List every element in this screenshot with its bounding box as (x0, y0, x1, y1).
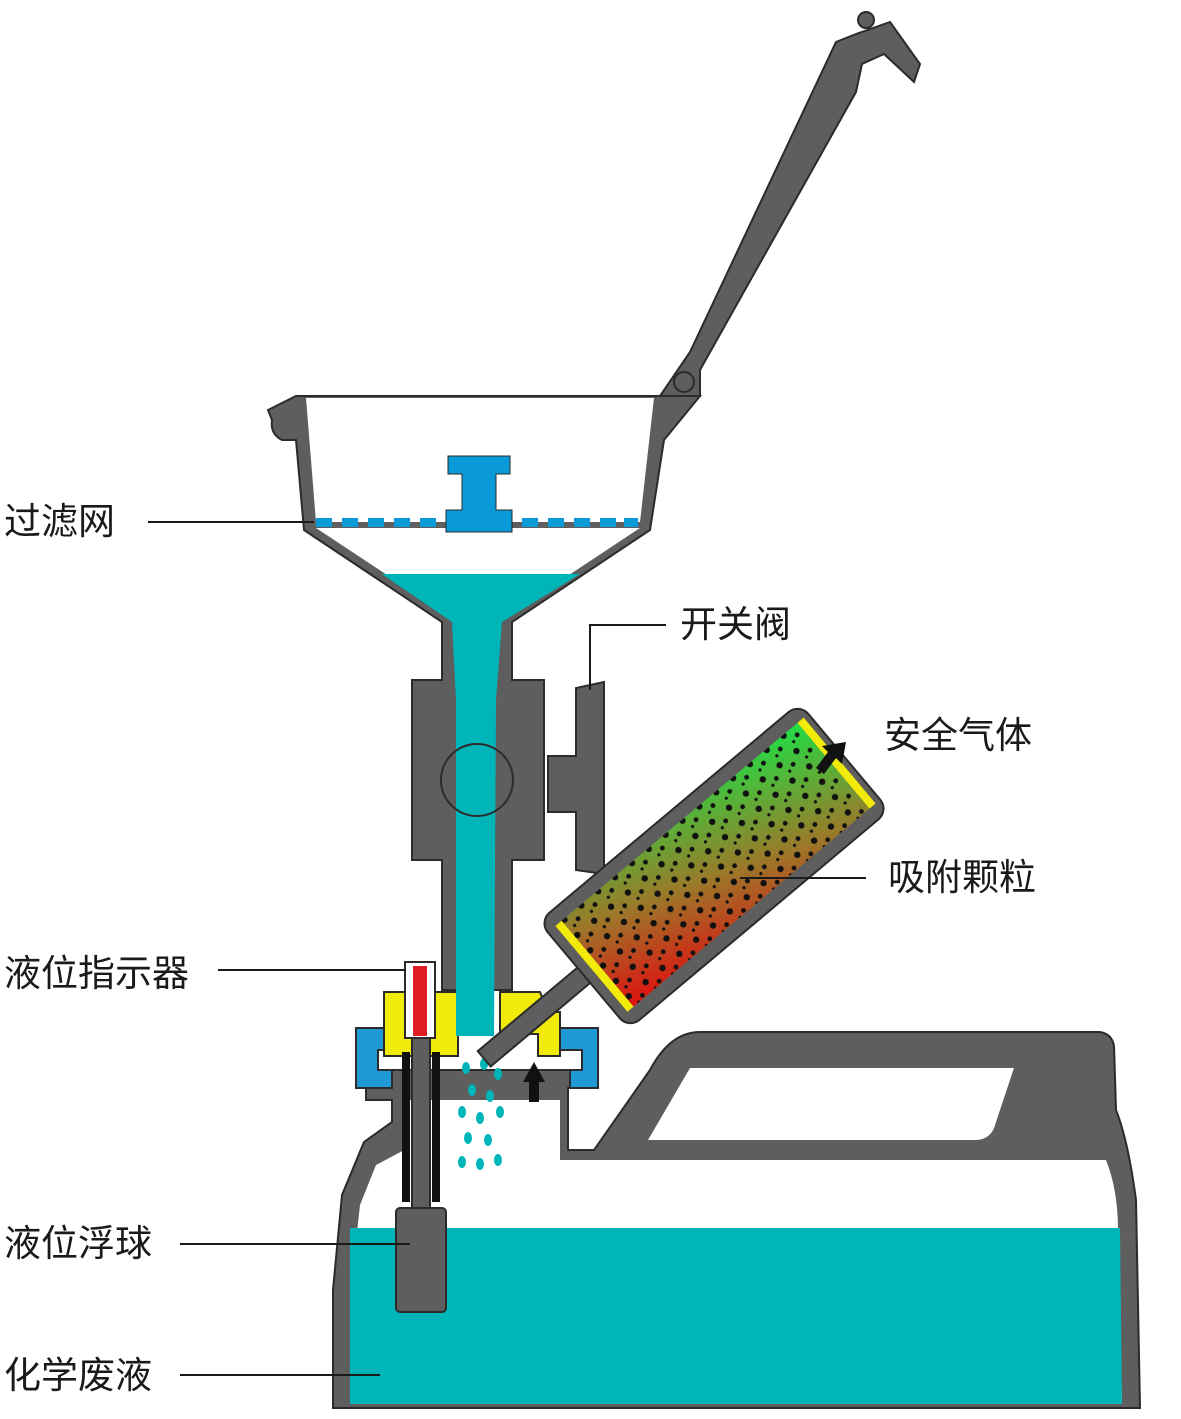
level-float (395, 1207, 447, 1313)
level-indicator-red (413, 966, 427, 1036)
waste-container (332, 1031, 1142, 1409)
cartridge-cap-top (797, 717, 876, 809)
funnel-lid (658, 11, 922, 397)
air-inlet-arrow (523, 1062, 545, 1102)
filter-screen (316, 518, 638, 527)
cartridge-particles (561, 722, 870, 1007)
label-adsorbent-particles: 吸附颗粒 (888, 856, 1036, 899)
label-safe-gas: 安全气体 (884, 714, 1032, 757)
valve-knob (547, 680, 605, 876)
filter-handle (445, 455, 513, 533)
lid-hinge-pin (673, 371, 695, 393)
handle-opening (648, 1068, 1014, 1140)
cartridge-neck (476, 966, 592, 1068)
seal-right (559, 1027, 599, 1089)
label-filter-screen: 过滤网 (4, 500, 115, 543)
lid-arm (658, 20, 922, 397)
float-guide-right (432, 1052, 440, 1202)
label-level-indicator: 液位指示器 (4, 952, 189, 995)
gas-out-arrow (816, 742, 846, 774)
waste-liquid (350, 1228, 1122, 1404)
adsorbent-cartridge (476, 707, 885, 1068)
leader-lines (148, 521, 866, 1376)
valve-ball (440, 743, 514, 817)
lid-latch-pin (857, 11, 875, 29)
cartridge-cap-bottom (555, 920, 634, 1012)
label-level-float: 液位浮球 (4, 1222, 152, 1265)
float-rod (411, 1035, 431, 1209)
float-guide-left (402, 1052, 410, 1202)
label-chemical-waste: 化学废液 (4, 1354, 152, 1397)
label-switch-valve: 开关阀 (680, 603, 791, 646)
funnel-liquid (382, 574, 580, 1036)
leader-valve (589, 624, 666, 690)
funnel (266, 395, 703, 1036)
funnel-cone-interior (316, 528, 640, 618)
